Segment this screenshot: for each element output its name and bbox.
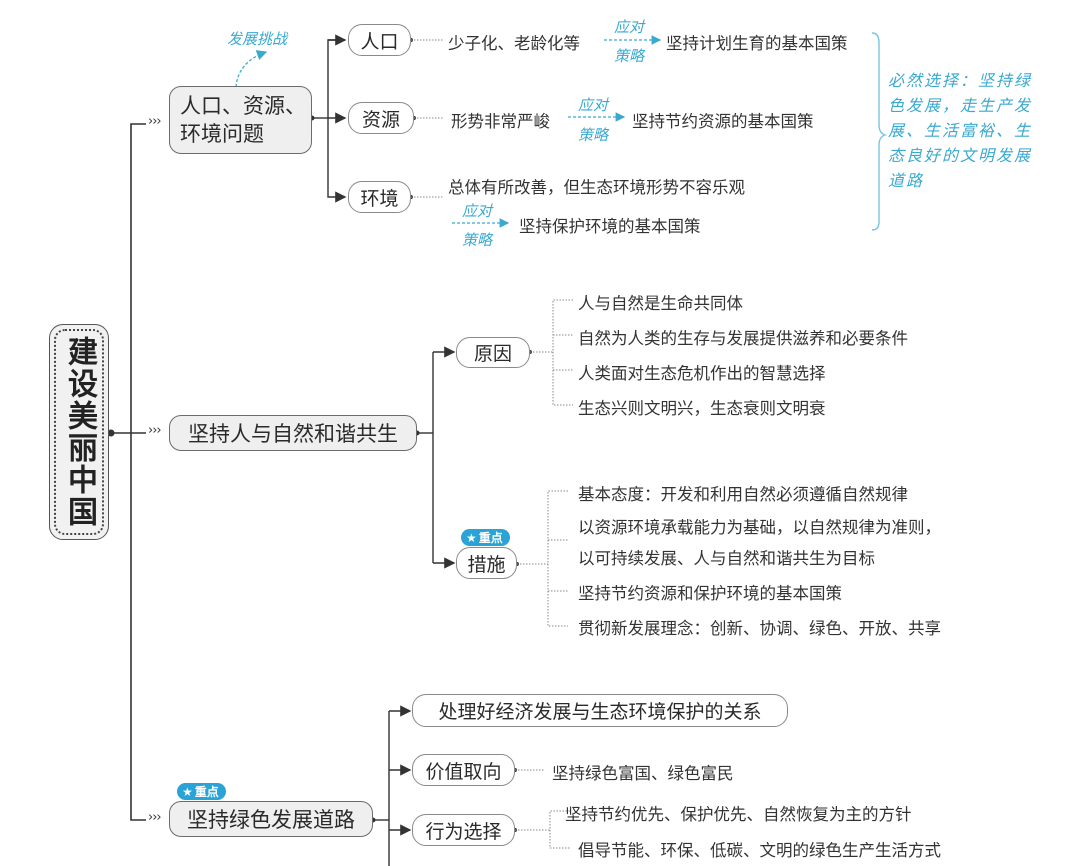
branch-population-resources-environment[interactable]: 人口、资源、 环境问题: [169, 86, 312, 154]
measure-item: 以可持续发展、人与自然和谐共生为目标: [578, 549, 875, 568]
node-resources[interactable]: 资源: [348, 102, 414, 134]
population-policy: 坚持计划生育的基本国策: [666, 34, 848, 53]
node-environment[interactable]: 环境: [348, 181, 411, 213]
node-measures[interactable]: 措施: [456, 547, 517, 579]
measure-item: 以资源环境承载能力为基础，以自然规律为准则，: [578, 518, 941, 537]
measure-item: 坚持节约资源和保护环境的基本国策: [578, 584, 842, 603]
root-title: 建设美丽中国: [62, 336, 97, 528]
side-note-inevitable-choice: 必然选择：坚持绿色发展，走生产发展、生活富裕、生态良好的文明发展道路: [888, 71, 1033, 190]
reason-item: 人与自然是生命共同体: [578, 294, 743, 313]
arrow-label-bottom: 策略: [614, 47, 645, 65]
node-reasons[interactable]: 原因: [456, 337, 530, 368]
expand-chevron-icon[interactable]: ›››: [148, 114, 162, 129]
population-situation: 少子化、老龄化等: [448, 34, 580, 53]
branch-green-development[interactable]: 坚持绿色发展道路: [169, 801, 373, 837]
annotation-development-challenge: 发展挑战: [227, 30, 288, 48]
expand-chevron-icon[interactable]: ›››: [148, 810, 162, 825]
node-economy-ecology-relation[interactable]: 处理好经济发展与生态环境保护的关系: [412, 694, 788, 727]
arrow-label-bottom: 策略: [462, 231, 493, 249]
star-icon: ★: [466, 530, 477, 545]
resources-policy: 坚持节约资源的基本国策: [632, 112, 814, 131]
environment-situation: 总体有所改善，但生态环境形势不容乐观: [448, 178, 745, 197]
reason-item: 生态兴则文明兴，生态衰则文明衰: [578, 399, 826, 418]
arrow-label-bottom: 策略: [578, 126, 609, 144]
resources-situation: 形势非常严峻: [451, 112, 550, 131]
node-population[interactable]: 人口: [348, 24, 411, 56]
measure-item: 基本态度：开发和利用自然必须遵循自然规律: [578, 485, 908, 504]
arrow-label-top: 应对: [462, 202, 493, 220]
root-node[interactable]: 建设美丽中国: [49, 324, 109, 540]
node-value-orientation[interactable]: 价值取向: [412, 754, 515, 786]
branch-harmony-with-nature[interactable]: 坚持人与自然和谐共生: [169, 415, 417, 451]
expand-chevron-icon[interactable]: ›››: [148, 423, 162, 438]
behavior-item: 坚持节约优先、保护优先、自然恢复为主的方针: [565, 805, 912, 824]
arrow-label-top: 应对: [614, 18, 645, 36]
key-point-badge: ★重点: [177, 783, 226, 800]
value-item: 坚持绿色富国、绿色富民: [552, 764, 734, 783]
measure-item: 贯彻新发展理念：创新、协调、绿色、开放、共享: [578, 619, 941, 638]
reason-item: 自然为人类的生存与发展提供滋养和必要条件: [578, 329, 908, 348]
arrow-label-top: 应对: [578, 96, 609, 114]
node-behavior-choice[interactable]: 行为选择: [412, 814, 515, 846]
environment-policy: 坚持保护环境的基本国策: [519, 217, 701, 236]
key-point-badge: ★重点: [461, 529, 510, 546]
behavior-item: 倡导节能、环保、低碳、文明的绿色生产生活方式: [578, 841, 941, 860]
reason-item: 人类面对生态危机作出的智慧选择: [578, 364, 826, 383]
star-icon: ★: [182, 784, 193, 799]
